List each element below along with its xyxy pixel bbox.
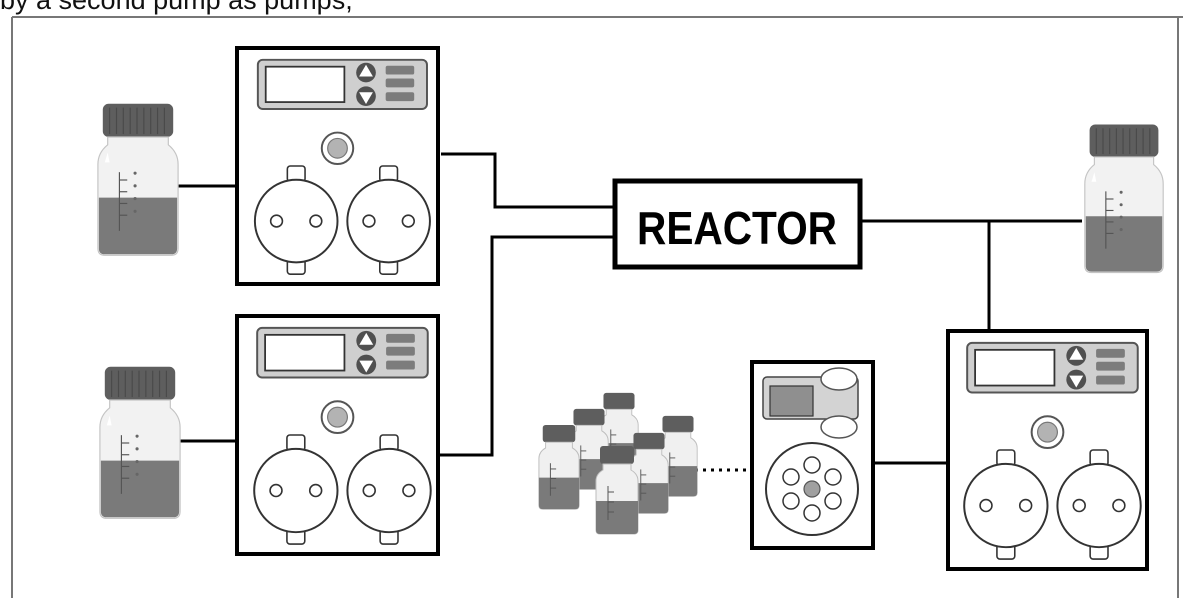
- tube-pump2-reactor: [438, 235, 615, 457]
- collection-bottle: [1084, 123, 1164, 274]
- tubing-lines: [173, 152, 1082, 472]
- media-bottle-icon: [99, 366, 181, 519]
- top-caption: by a second pump as pumps,: [0, 0, 353, 15]
- media-bottle-icon: [97, 103, 179, 256]
- pump-bottom-left: [235, 314, 440, 556]
- source-bottle-top: [97, 103, 179, 256]
- reactor-label: REACTOR: [637, 202, 837, 254]
- diagram-frame: [11, 16, 1183, 598]
- sample-vial-cluster-icon: [538, 392, 698, 535]
- media-bottle-icon: [1084, 123, 1164, 274]
- source-bottle-bottom: [99, 366, 181, 519]
- reactor-box: REACTOR: [612, 178, 863, 270]
- autosampler-icon: [762, 367, 859, 536]
- pump-right: [946, 329, 1149, 571]
- tube-pump1-reactor: [441, 152, 615, 209]
- sample-vials: [538, 392, 698, 535]
- autosampler: [750, 360, 875, 550]
- pump-top-left: [235, 46, 440, 286]
